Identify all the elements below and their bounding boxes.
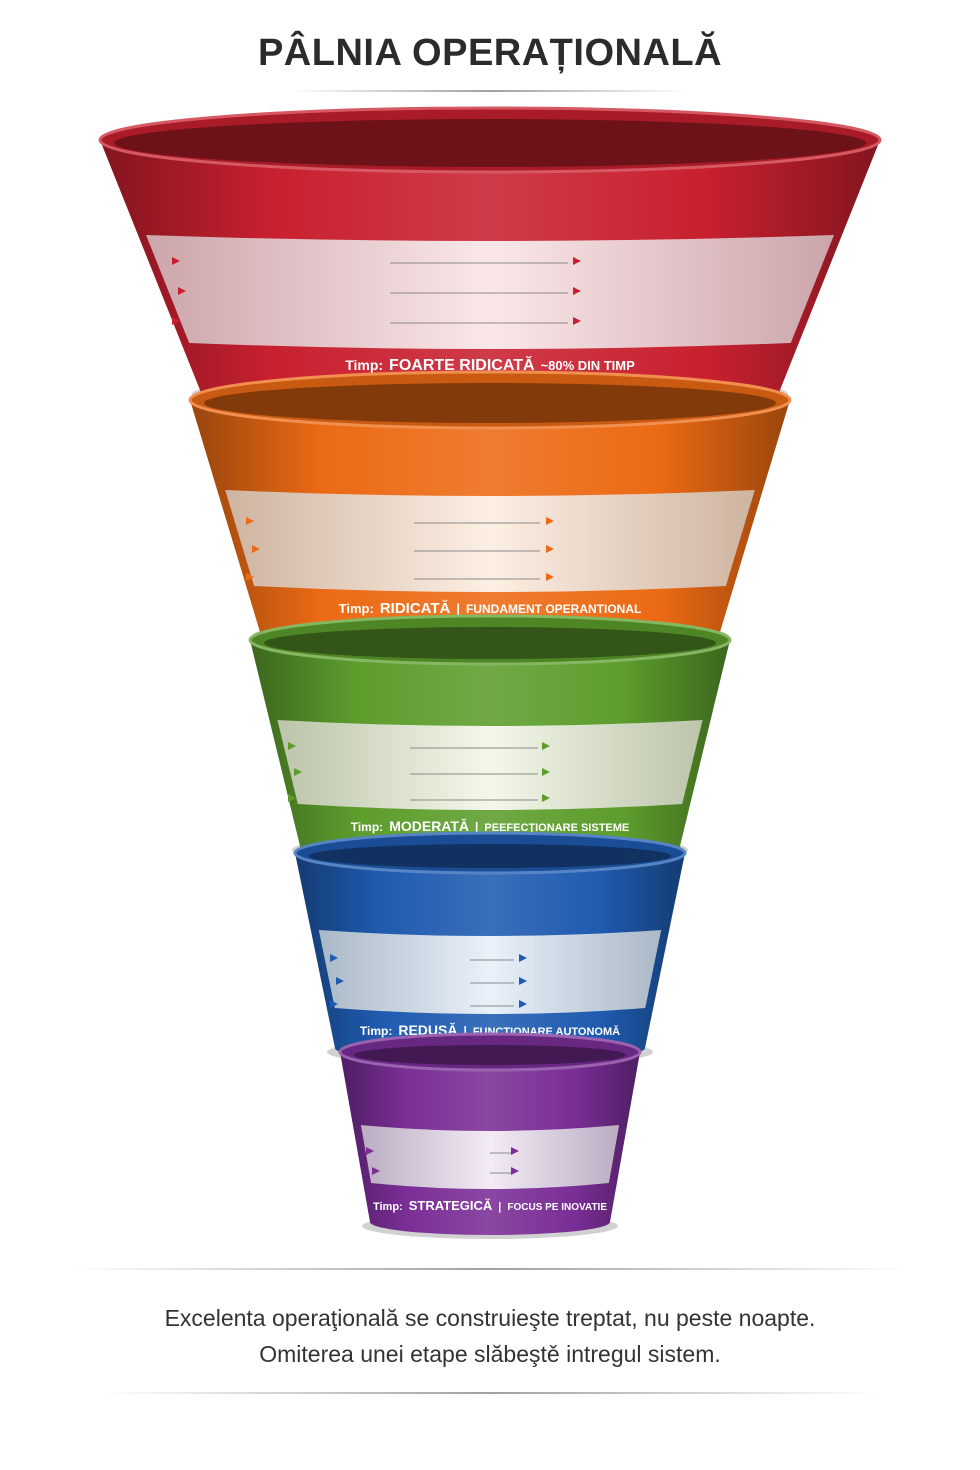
time-value: RIDICATĂ: [380, 600, 451, 617]
stage-opening: [114, 119, 866, 167]
stage-3: Timp: MODERATĂ | PEEFECŢIONARE SISTEME: [248, 614, 732, 868]
bullet-icon: [519, 1000, 527, 1008]
stage-content-band: [277, 720, 703, 810]
time-separator: |: [498, 1201, 501, 1213]
time-label: Timp:: [360, 1024, 392, 1038]
operational-funnel: Timp: FOARTE RIDĮCATĂ ~80% DIN TIMP Timp: RI…: [98, 106, 882, 1239]
stage-2: Timp: RIDICATĂ | FUNDAMENT OPERANTIONAL: [188, 370, 792, 656]
stage-5: Timp: STRATEGICĂ | FOCUS PE INOVATIE: [338, 1032, 642, 1239]
stage-opening: [309, 844, 671, 868]
time-label: Timp:: [339, 601, 374, 616]
stage-time: Timp: FOARTE RIDĮCATĂ ~80% DIN TIMP: [345, 355, 635, 374]
bullet-icon: [294, 768, 302, 776]
stage-content-band: [146, 235, 834, 349]
footer-line-1: Excelenta operaţională se construieşte t…: [164, 1305, 816, 1331]
time-value: FOARTE RIDĮCATĂ: [389, 355, 535, 374]
time-separator: |: [456, 601, 460, 616]
bullet-icon: [330, 1000, 338, 1008]
bullet-icon: [246, 573, 254, 581]
stage-time: Timp: STRATEGICĂ | FOCUS PE INOVATIE: [373, 1198, 607, 1213]
footer-divider-bottom: [100, 1392, 880, 1394]
bullet-icon: [288, 794, 296, 802]
time-label: Timp:: [351, 820, 383, 834]
bullet-icon: [519, 954, 527, 962]
bullet-icon: [542, 794, 550, 802]
footer-line-2: Omiterea unei etape slăbeştě intregul si…: [259, 1341, 721, 1367]
bullet-icon: [246, 517, 254, 525]
title-divider: [290, 90, 690, 92]
bullet-icon: [542, 768, 550, 776]
time-value: STRATEGICĂ: [409, 1198, 493, 1213]
bullet-icon: [573, 287, 581, 295]
stage-content-band: [360, 1125, 620, 1189]
stage-content-band: [225, 490, 755, 592]
time-note: ~80% DIN TIMP: [541, 358, 636, 373]
bullet-icon: [546, 517, 554, 525]
bullet-icon: [336, 977, 344, 985]
bullet-icon: [172, 257, 180, 265]
page-title: PÂLNIA OPERAȚIONALĂ: [257, 32, 723, 74]
stage-opening: [354, 1045, 626, 1065]
bullet-icon: [546, 573, 554, 581]
bullet-icon: [330, 954, 338, 962]
stage-opening: [204, 383, 776, 423]
bullet-icon: [511, 1167, 519, 1175]
time-label: Timp:: [345, 357, 383, 373]
bullet-icon: [372, 1167, 380, 1175]
stage-time: Timp: RIDICATĂ | FUNDAMENT OPERANTIONAL: [339, 600, 642, 617]
time-note: FUNDAMENT OPERANTIONAL: [466, 602, 641, 616]
bullet-icon: [252, 545, 260, 553]
stage-1: Timp: FOARTE RIDĮCATĂ ~80% DIN TIMP: [98, 106, 882, 416]
footer-divider-top: [70, 1268, 910, 1270]
footer-message: Excelenta operaţională se construieşte t…: [0, 1300, 980, 1372]
stage-opening: [264, 627, 716, 659]
time-label: Timp:: [373, 1201, 403, 1213]
time-value: MODERATĂ: [389, 818, 469, 834]
time-separator: |: [475, 820, 478, 834]
stage-time: Timp: MODERATĂ | PEEFECŢIONARE SISTEME: [351, 818, 630, 834]
stage-4: Timp:REDUSĂ|FUNCŢIONARE AUTONOMĂ: [293, 831, 687, 1067]
bullet-icon: [573, 257, 581, 265]
bullet-icon: [573, 317, 581, 325]
bullet-icon: [178, 287, 186, 295]
bullet-icon: [519, 977, 527, 985]
bullet-icon: [511, 1147, 519, 1155]
bullet-icon: [288, 742, 296, 750]
bullet-icon: [172, 317, 180, 325]
time-separator: |: [463, 1024, 466, 1038]
bullet-icon: [546, 545, 554, 553]
stage-content-band: [318, 930, 662, 1014]
time-note: FOCUS PE INOVATIE: [507, 1202, 607, 1213]
time-note: PEEFECŢIONARE SISTEME: [484, 822, 629, 834]
bullet-icon: [366, 1147, 374, 1155]
bullet-icon: [542, 742, 550, 750]
